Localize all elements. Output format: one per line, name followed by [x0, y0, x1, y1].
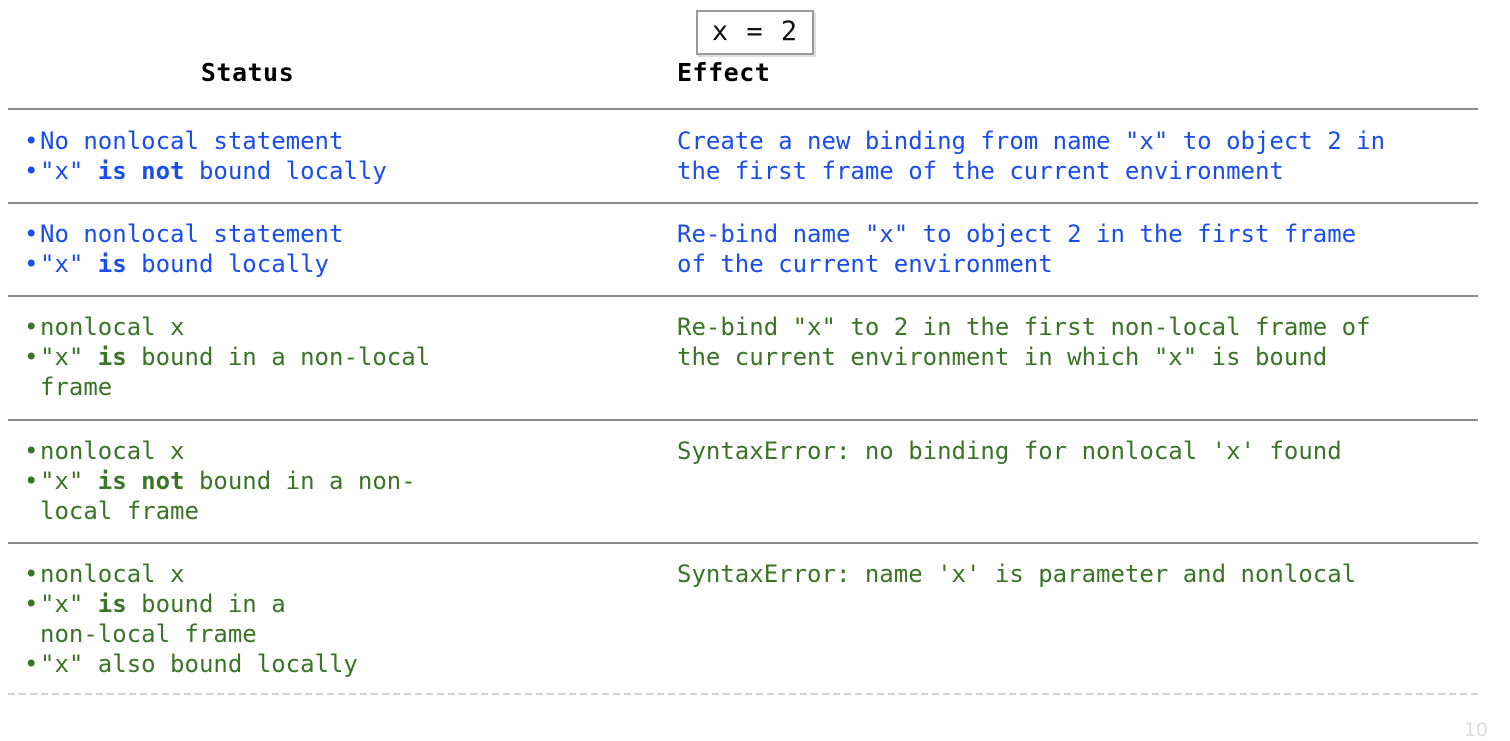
table-row: No nonlocal statement"x" is bound locall…: [0, 202, 1510, 295]
status-text: "x" also bound locally: [40, 650, 358, 678]
page-number: 10: [1463, 719, 1488, 741]
status-bullet-item: nonlocal x: [24, 436, 660, 466]
table-row: nonlocal x"x" is bound in a non-local fr…: [0, 542, 1510, 693]
status-text-cont: bound locally: [184, 157, 387, 185]
status-cell: nonlocal x"x" is bound in a non-local fr…: [0, 542, 660, 693]
status-emphasis: is: [97, 343, 127, 371]
status-text-cont: bound in a non-local frame: [40, 590, 286, 648]
status-bullet-item: "x" is bound locally: [24, 249, 660, 279]
status-bullet-item: "x" is bound in a non-local frame: [24, 342, 660, 402]
status-text: "x": [40, 250, 98, 278]
status-text: "x": [40, 590, 98, 618]
status-effect-table: Status Effect No nonlocal statement"x" i…: [0, 58, 1510, 695]
status-emphasis: is not: [97, 157, 185, 185]
table-header-row: Status Effect: [0, 58, 1510, 108]
status-text: "x": [40, 343, 98, 371]
effect-text: SyntaxError: name 'x' is parameter and n…: [677, 560, 1357, 588]
table-row: nonlocal x"x" is bound in a non-local fr…: [0, 295, 1510, 419]
effect-cell: Create a new binding from name "x" to ob…: [0, 108, 1510, 202]
effect-text: Re-bind "x" to 2 in the first non-local …: [677, 313, 1371, 371]
status-bullet-list: No nonlocal statement"x" is bound locall…: [24, 219, 660, 279]
status-bullet-list: nonlocal x"x" is bound in a non-local fr…: [24, 559, 660, 679]
status-text: "x": [40, 157, 98, 185]
status-bullet-list: No nonlocal statement"x" is not bound lo…: [24, 126, 660, 186]
status-bullet-item: "x" is not bound in a non- local frame: [24, 466, 660, 526]
status-bullet-item: No nonlocal statement: [24, 219, 660, 249]
effect-cell: Re-bind "x" to 2 in the first non-local …: [0, 295, 1510, 389]
status-emphasis: is: [97, 250, 127, 278]
status-bullet-item: "x" is not bound locally: [24, 156, 660, 186]
status-cell: No nonlocal statement"x" is bound locall…: [0, 202, 660, 295]
status-bullet-item: nonlocal x: [24, 559, 660, 589]
status-emphasis: is not: [97, 467, 185, 495]
column-header-effect: Effect: [677, 58, 771, 87]
column-header-status: Status: [200, 58, 295, 87]
table-body: No nonlocal statement"x" is not bound lo…: [0, 108, 1510, 695]
status-bullet-item: "x" also bound locally: [24, 649, 660, 679]
table-row: No nonlocal statement"x" is not bound lo…: [0, 108, 1510, 202]
status-text: No nonlocal statement: [40, 220, 344, 248]
status-bullet-item: No nonlocal statement: [24, 126, 660, 156]
effect-cell: Re-bind name "x" to object 2 in the firs…: [0, 202, 1510, 295]
status-text: nonlocal x: [40, 313, 185, 341]
status-text: No nonlocal statement: [40, 127, 344, 155]
status-text-cont: bound locally: [126, 250, 329, 278]
effect-cell: SyntaxError: name 'x' is parameter and n…: [0, 542, 1510, 603]
status-bullet-item: "x" is bound in a non-local frame: [24, 589, 660, 649]
status-bullet-list: nonlocal x"x" is bound in a non-local fr…: [24, 312, 660, 402]
status-text-cont: bound in a non-local frame: [40, 343, 431, 401]
status-text-cont: bound in a non- local frame: [40, 467, 416, 525]
effect-cell: SyntaxError: no binding for nonlocal 'x'…: [0, 419, 1510, 482]
table-row: nonlocal x"x" is not bound in a non- loc…: [0, 419, 1510, 542]
effect-text: Create a new binding from name "x" to ob…: [677, 127, 1386, 185]
status-emphasis: is: [97, 590, 127, 618]
status-bullet-list: nonlocal x"x" is not bound in a non- loc…: [24, 436, 660, 526]
status-cell: No nonlocal statement"x" is not bound lo…: [0, 108, 660, 202]
status-text: "x": [40, 467, 98, 495]
effect-text: Re-bind name "x" to object 2 in the firs…: [677, 220, 1357, 278]
status-text: nonlocal x: [40, 560, 185, 588]
effect-text: SyntaxError: no binding for nonlocal 'x'…: [677, 437, 1342, 465]
status-bullet-item: nonlocal x: [24, 312, 660, 342]
status-text: nonlocal x: [40, 437, 185, 465]
code-box-container: x = 2: [0, 10, 1510, 55]
status-cell: nonlocal x"x" is not bound in a non- loc…: [0, 419, 660, 542]
status-cell: nonlocal x"x" is bound in a non-local fr…: [0, 295, 660, 419]
code-assignment-box: x = 2: [695, 10, 815, 55]
